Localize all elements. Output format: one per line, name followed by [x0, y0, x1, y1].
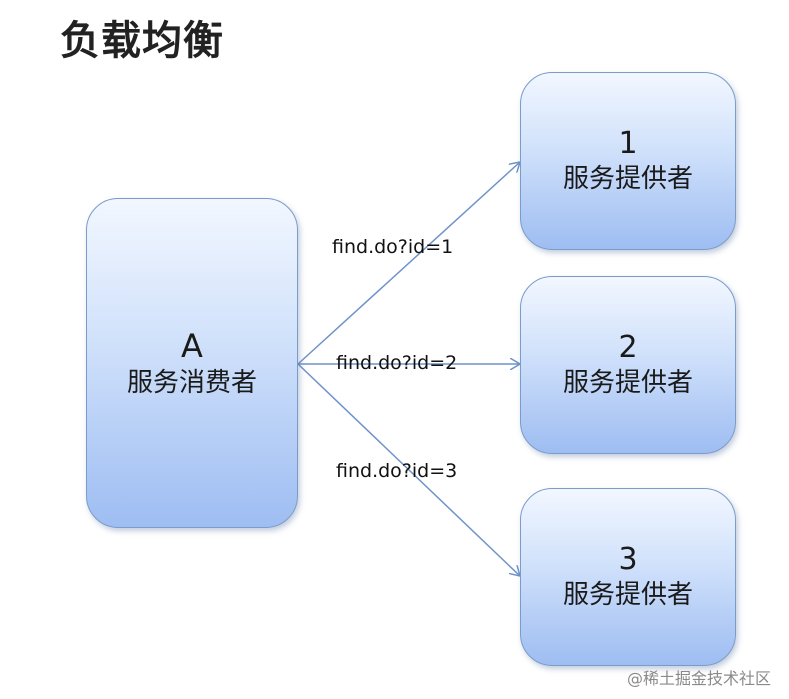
provider-id: 2 — [618, 330, 638, 365]
request-label-3: find.do?id=3 — [336, 460, 458, 482]
arrow-to-provider-3 — [297, 363, 520, 576]
consumer-id: A — [181, 327, 203, 365]
consumer-node: A 服务消费者 — [86, 198, 298, 528]
provider-node-1: 1 服务提供者 — [520, 72, 736, 250]
provider-label: 服务提供者 — [562, 164, 693, 194]
consumer-label: 服务消费者 — [126, 368, 257, 398]
request-label-2: find.do?id=2 — [336, 352, 458, 374]
provider-label: 服务提供者 — [562, 368, 693, 398]
provider-id: 3 — [618, 542, 638, 577]
request-label-1: find.do?id=1 — [332, 236, 454, 258]
diagram-title: 负载均衡 — [60, 18, 224, 64]
provider-node-2: 2 服务提供者 — [520, 276, 736, 454]
provider-label: 服务提供者 — [562, 580, 693, 610]
provider-node-3: 3 服务提供者 — [520, 488, 736, 666]
watermark-text: @稀土掘金技术社区 — [626, 669, 771, 688]
arrow-to-provider-1 — [297, 162, 520, 365]
provider-id: 1 — [618, 126, 638, 161]
